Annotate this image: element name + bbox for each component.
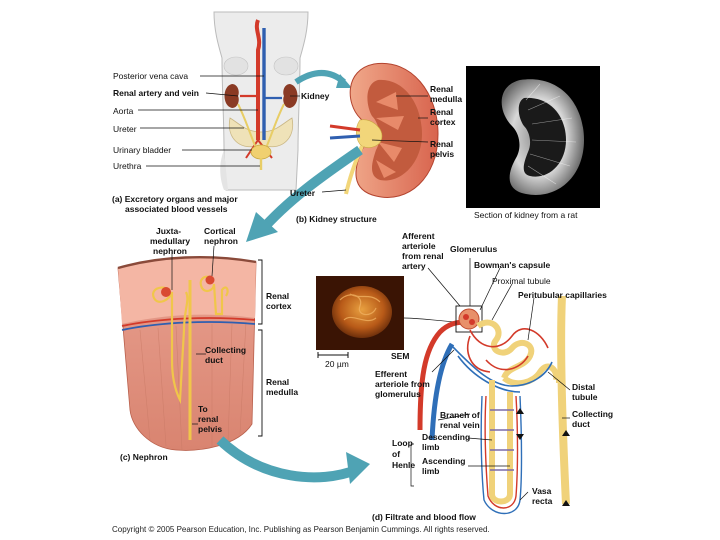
- label-collecting-c2: duct: [205, 355, 223, 365]
- label-to-pelvis-2: renal: [198, 414, 219, 424]
- urinary-bladder: [250, 144, 272, 160]
- kidney-cross-section: [329, 62, 439, 198]
- label-descending-1: Descending: [422, 432, 471, 442]
- label-distal-1: Distal: [572, 382, 596, 392]
- caption-c: (c) Nephron: [120, 452, 168, 462]
- label-juxta-2: medullary: [150, 236, 191, 246]
- caption-a-line2: associated blood vessels: [125, 204, 228, 214]
- label-collecting-d1: Collecting: [572, 409, 614, 419]
- label-proximal-tubule: Proximal tubule: [492, 276, 551, 286]
- label-renal-medulla-b2: medulla: [430, 94, 463, 104]
- arrow-b-to-c: [256, 145, 363, 236]
- label-posterior-vena-cava: Posterior vena cava: [113, 71, 189, 81]
- nephron-wedge: [117, 256, 257, 451]
- leader-lines-a: [138, 75, 300, 167]
- label-renal-cortex-c1: Renal: [266, 291, 290, 301]
- sem-link-line: [403, 317, 457, 323]
- label-distal-2: tubule: [572, 392, 598, 402]
- label-afferent-2: arteriole: [402, 241, 436, 251]
- label-renal-artery-vein: Renal artery and vein: [113, 88, 199, 98]
- label-kidney: Kidney: [301, 91, 330, 101]
- label-loop-3: Henle: [392, 460, 416, 470]
- label-aorta: Aorta: [113, 106, 134, 116]
- label-to-pelvis-1: To: [198, 404, 208, 414]
- arrow-a-to-b: [294, 70, 346, 85]
- label-afferent-3: from renal: [402, 251, 444, 261]
- label-juxta-3: nephron: [153, 246, 187, 256]
- label-renal-pelvis-b2: pelvis: [430, 149, 455, 159]
- label-urethra: Urethra: [113, 161, 142, 171]
- sem-glomerulus-image: [316, 276, 404, 358]
- label-renal-medulla-c1: Renal: [266, 377, 290, 387]
- body-silhouette: [213, 11, 309, 191]
- arrow-c-to-d: [216, 436, 358, 483]
- label-efferent-1: Efferent: [375, 369, 408, 379]
- label-renal-medulla-b1: Renal: [430, 84, 454, 94]
- label-sem-scale: 20 µm: [325, 359, 349, 369]
- label-afferent-1: Afferent: [402, 231, 435, 241]
- brackets-c: [258, 259, 263, 437]
- label-loop-2: of: [392, 449, 401, 459]
- label-sem: SEM: [391, 351, 410, 361]
- label-vasa-2: recta: [532, 496, 553, 506]
- label-glomerulus: Glomerulus: [450, 244, 498, 254]
- label-efferent-2: arteriole from: [375, 379, 430, 389]
- label-cortical-2: nephron: [204, 236, 238, 246]
- caption-d: (d) Filtrate and blood flow: [372, 512, 476, 522]
- label-ascending-2: limb: [422, 466, 440, 476]
- arrow-a-to-b-head: [336, 74, 352, 88]
- label-afferent-4: artery: [402, 261, 426, 271]
- label-renal-pelvis-b1: Renal: [430, 139, 454, 149]
- arrow-c-to-d-head: [346, 452, 370, 484]
- label-renal-medulla-c2: medulla: [266, 387, 299, 397]
- label-urinary-bladder: Urinary bladder: [113, 145, 172, 155]
- label-ureter-a: Ureter: [113, 124, 137, 134]
- label-peritubular: Peritubular capillaries: [518, 290, 607, 300]
- label-descending-2: limb: [422, 442, 440, 452]
- label-branch-1: Branch of: [440, 410, 480, 420]
- label-cortical-1: Cortical: [204, 226, 236, 236]
- label-renal-cortex-b2: cortex: [430, 117, 456, 127]
- label-renal-cortex-b1: Renal: [430, 107, 454, 117]
- label-juxta-1: Juxta-: [156, 226, 182, 236]
- label-loop-1: Loop: [392, 438, 413, 448]
- label-ascending-1: Ascending: [422, 456, 466, 466]
- label-vasa-1: Vasa: [532, 486, 552, 496]
- rat-kidney-photo: [466, 66, 600, 208]
- label-collecting-c1: Collecting: [205, 345, 247, 355]
- caption-rat-kidney: Section of kidney from a rat: [474, 210, 578, 220]
- leader-lines-c: [171, 245, 215, 425]
- pelvis-bone: [228, 117, 294, 148]
- copyright-notice: Copyright © 2005 Pearson Education, Inc.…: [112, 525, 490, 534]
- caption-b: (b) Kidney structure: [296, 214, 377, 224]
- label-efferent-3: glomerulus: [375, 389, 421, 399]
- nephron-detail: [417, 295, 570, 515]
- label-bowmans-capsule: Bowman's capsule: [474, 260, 551, 270]
- leader-lines-d: [410, 258, 571, 501]
- label-branch-2: renal vein: [440, 420, 480, 430]
- caption-a-line1: (a) Excretory organs and major: [112, 194, 238, 204]
- label-to-pelvis-3: pelvis: [198, 424, 223, 434]
- label-renal-cortex-c2: cortex: [266, 301, 292, 311]
- kidneys-small: [224, 84, 298, 149]
- arrow-b-to-c-head: [246, 212, 278, 242]
- label-collecting-d2: duct: [572, 419, 590, 429]
- label-ureter-b: Ureter: [290, 188, 316, 198]
